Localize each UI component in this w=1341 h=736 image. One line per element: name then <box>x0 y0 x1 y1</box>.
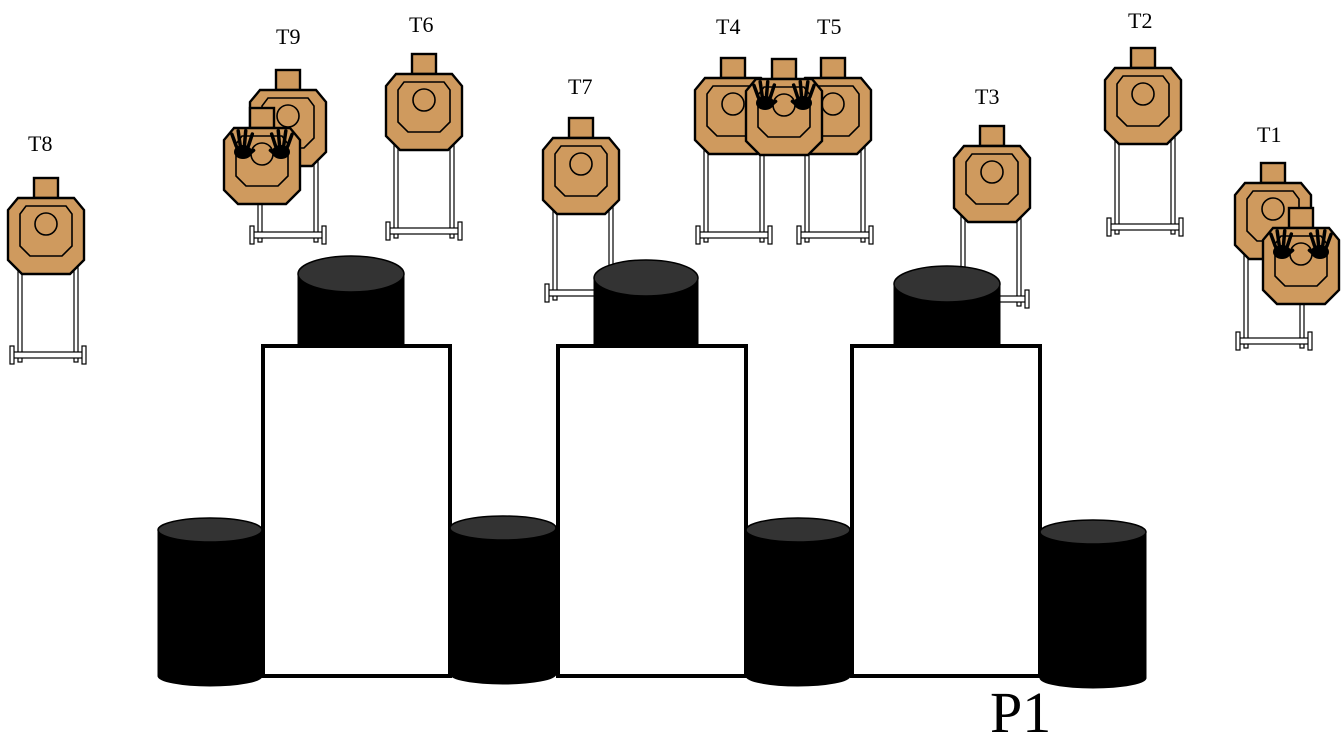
label-t3: T3 <box>975 84 999 109</box>
label-t1: T1 <box>1257 122 1281 147</box>
barrel-top-right <box>893 265 1001 351</box>
barrel-top-center <box>593 259 699 351</box>
target-t6 <box>384 52 464 241</box>
no-shoot-t4-t5 <box>744 57 824 157</box>
barrel-ground-4 <box>1039 519 1147 689</box>
target-t2 <box>1103 46 1184 237</box>
wall-right <box>850 344 1042 678</box>
label-t4: T4 <box>716 14 740 39</box>
barrel-top-left <box>297 255 405 351</box>
label-t9: T9 <box>276 24 300 49</box>
wall-left <box>261 344 452 678</box>
label-t6: T6 <box>409 12 433 37</box>
wall-center <box>556 344 748 678</box>
label-t5: T5 <box>817 14 841 39</box>
barrel-ground-3 <box>745 517 851 687</box>
mesh-walls <box>261 344 1042 678</box>
barrel-ground-2 <box>449 515 557 685</box>
label-t7: T7 <box>568 74 592 99</box>
label-t2: T2 <box>1128 8 1152 33</box>
target-t1 <box>1233 161 1341 351</box>
barrel-ground-1 <box>157 517 263 687</box>
label-t8: T8 <box>28 131 52 156</box>
label-p1: P1 <box>990 680 1051 736</box>
target-t8 <box>6 176 87 365</box>
target-t9 <box>222 68 328 245</box>
